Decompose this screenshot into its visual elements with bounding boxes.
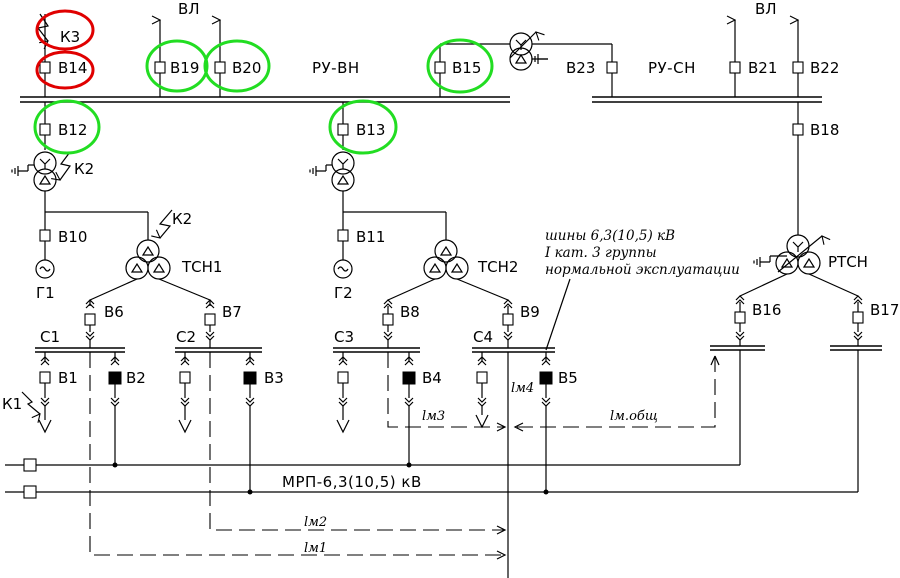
ru-vn-label: РУ-ВН <box>312 59 360 77</box>
k2-b-label: К2 <box>172 210 192 228</box>
highlight-b15 <box>426 38 494 94</box>
breaker-b13-label: В13 <box>356 121 385 139</box>
breaker-b1-label: В1 <box>58 369 78 387</box>
highlight-b13 <box>328 99 398 155</box>
section-c2 <box>175 347 262 495</box>
feeder-b20 <box>215 20 226 97</box>
section-c1 <box>21 347 125 468</box>
section-c4 <box>472 347 555 495</box>
tsn2-label: ТСН2 <box>477 258 518 276</box>
breaker-b9-label: В9 <box>520 303 540 321</box>
vl-left-label: ВЛ <box>178 0 200 18</box>
breaker-b23-label: В23 <box>566 59 595 77</box>
c4-label: С4 <box>473 328 493 346</box>
lm2-label: lм2 <box>304 515 327 530</box>
lm3-label: lм3 <box>422 409 445 424</box>
feeder-b17 <box>830 295 882 492</box>
feeder-b14 <box>36 13 51 97</box>
highlight-b19 <box>145 39 209 93</box>
lm-total-label: lм.общ <box>610 409 658 424</box>
breaker-b11-label: В11 <box>356 228 385 246</box>
ru-sn-label: РУ-СН <box>648 59 696 77</box>
c2-label: С2 <box>176 328 196 346</box>
length-lines <box>89 352 720 578</box>
highlights <box>33 9 494 155</box>
k1-label: К1 <box>2 395 22 413</box>
note-leader <box>545 278 571 351</box>
note-line-3: нормальной эксплуатации <box>545 262 740 278</box>
breaker-b8-label: В8 <box>400 303 420 321</box>
breaker-b7-label: В7 <box>222 303 242 321</box>
vl-right-label: ВЛ <box>755 0 777 18</box>
feeder-b6 <box>84 299 96 348</box>
breaker-b15-label: В15 <box>452 59 481 77</box>
breaker-b21-label: В21 <box>748 59 777 77</box>
rtsn-label: РТСН <box>828 253 868 271</box>
breaker-b20-label: В20 <box>232 59 261 77</box>
breaker-b14-label: В14 <box>58 59 87 77</box>
highlight-b14 <box>35 50 95 90</box>
breaker-b6-label: В6 <box>104 303 124 321</box>
breaker-b12-label: В12 <box>58 121 87 139</box>
mrp-label: МРП-6,3(10,5) кВ <box>282 473 422 491</box>
c3-label: С3 <box>334 328 354 346</box>
breaker-b10-label: В10 <box>58 228 87 246</box>
ru-vn-bus <box>20 96 510 103</box>
highlight-b20 <box>203 39 271 93</box>
feeder-b8 <box>382 299 394 348</box>
generator-unit-2 <box>309 102 447 279</box>
tsn1-label: ТСН1 <box>181 258 222 276</box>
breaker-b16-label: В16 <box>752 301 781 319</box>
lm1-label: lм1 <box>304 541 327 556</box>
highlight-k3 <box>35 9 95 51</box>
highlight-b12 <box>33 99 101 155</box>
lm4-label: lм4 <box>511 381 534 396</box>
g2-label: Г2 <box>334 284 353 302</box>
feeder-b9 <box>502 299 514 348</box>
note-line-2: I кат. 3 группы <box>544 245 657 261</box>
feeder-b16 <box>710 295 765 465</box>
breaker-b22-label: В22 <box>810 59 839 77</box>
breaker-b5-label: В5 <box>558 369 578 387</box>
feeder-b7 <box>204 299 216 348</box>
breaker-b18-label: В18 <box>810 121 839 139</box>
k2-a-label: К2 <box>74 160 94 178</box>
note-line-1: шины 6,3(10,5) кВ <box>545 228 675 244</box>
breaker-b2-label: В2 <box>126 369 146 387</box>
breaker-b3-label: В3 <box>264 369 284 387</box>
feeder-b21 <box>730 20 741 97</box>
g1-label: Г1 <box>36 284 55 302</box>
section-c3 <box>333 347 420 468</box>
tsn1-transformer <box>89 209 211 301</box>
k3-label: К3 <box>60 28 80 46</box>
breaker-b4-label: В4 <box>422 369 442 387</box>
ru-sn-bus <box>592 96 822 103</box>
mrp-trunks <box>5 458 858 499</box>
breaker-b19-label: В19 <box>170 59 199 77</box>
c1-label: С1 <box>40 328 60 346</box>
breaker-b17-label: В17 <box>870 301 899 319</box>
tsn2-transformer <box>387 239 509 301</box>
rtsn-transformer <box>739 102 859 297</box>
feeder-b22 <box>793 20 804 97</box>
generator-unit-1 <box>11 102 149 279</box>
